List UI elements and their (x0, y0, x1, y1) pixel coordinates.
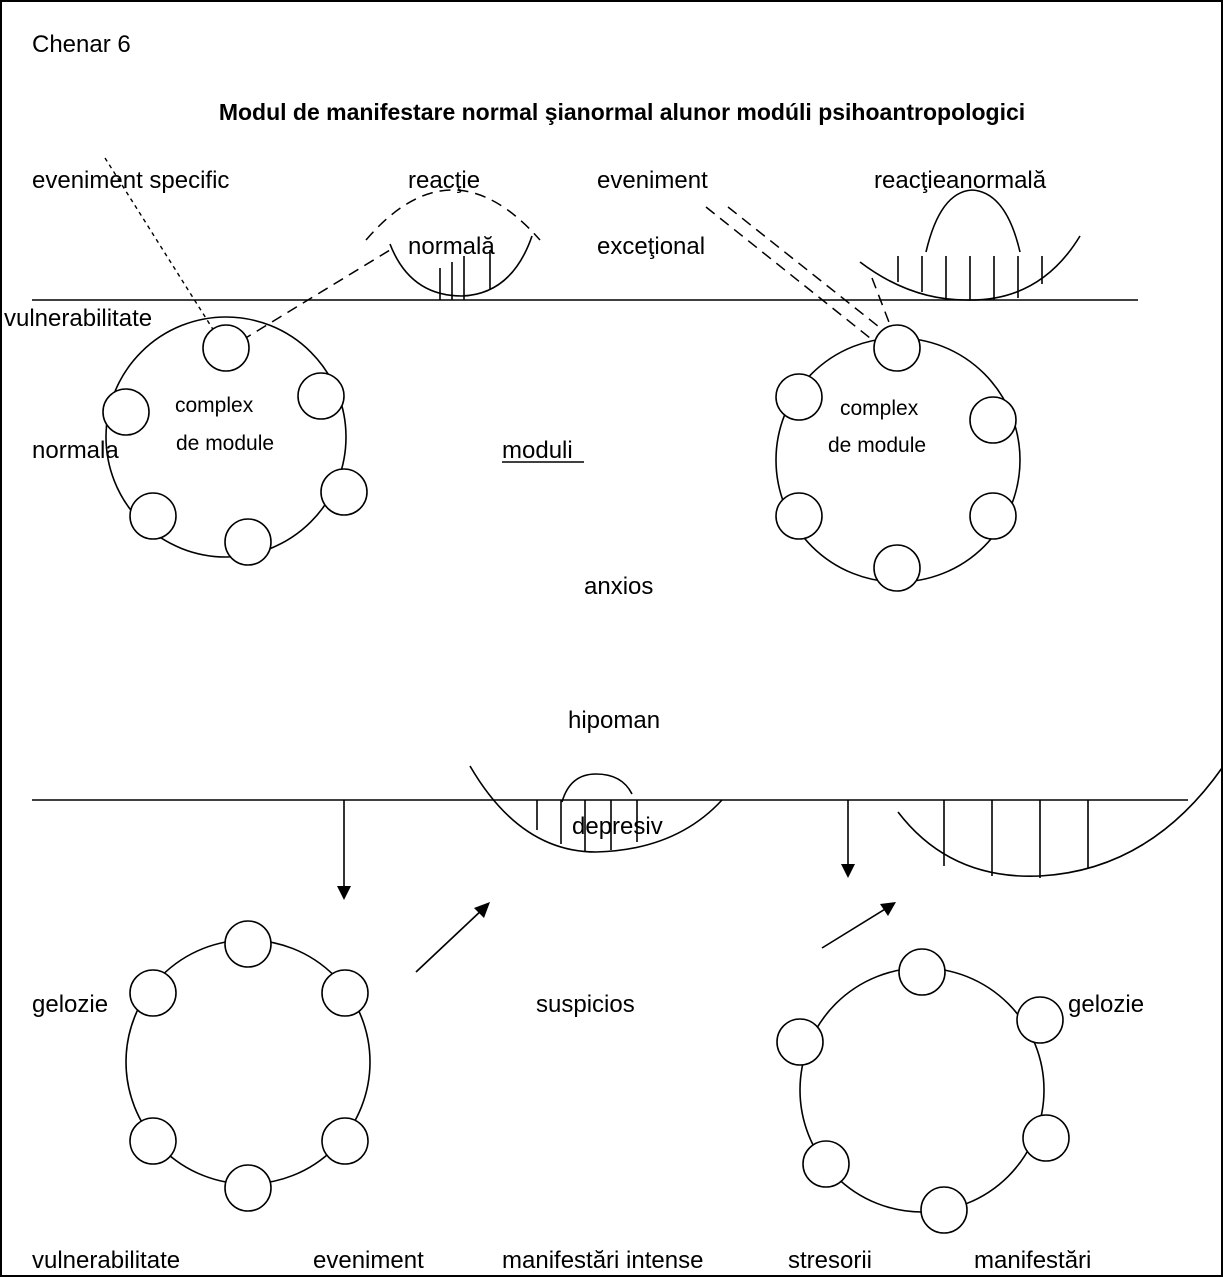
label-manifestari-intense: manifestări intense (502, 1247, 703, 1274)
module-node (320, 468, 368, 516)
label-moduli: moduli (502, 437, 573, 464)
module-node (321, 1117, 369, 1165)
label-complex-right-1: complex (840, 397, 919, 420)
label-eveniment-specific: eveniment specific (32, 167, 229, 194)
module-node (969, 396, 1017, 444)
dotted-line-eveniment-specific (104, 157, 227, 351)
module-node (775, 373, 823, 421)
module-node (129, 1117, 177, 1165)
module-node (873, 324, 921, 372)
down-arrow-left-head (337, 886, 351, 900)
label-gelozie-right: gelozie (1068, 991, 1144, 1018)
module-node (873, 544, 921, 592)
diagonal-arrow-left-shaft (415, 907, 485, 973)
down-arrow-right-head (841, 864, 855, 878)
module-node (775, 492, 823, 540)
module-node (224, 920, 272, 968)
label-reactie-anormala: reacţieanormală (874, 167, 1047, 194)
label-depresiv: depresiv (572, 813, 663, 840)
module-node (129, 969, 177, 1017)
label-manifestari: manifestări (974, 1247, 1091, 1274)
label-complex-left-1: complex (175, 394, 254, 417)
module-complex-top-left (105, 316, 347, 558)
module-node (321, 969, 369, 1017)
label-normala: normala (32, 437, 119, 464)
label-suspicios: suspicios (536, 991, 635, 1018)
label-vulnerabilitate-bottom: vulnerabilitate (32, 1247, 180, 1274)
module-node (102, 388, 150, 436)
label-normala-reactie: normală (408, 233, 495, 260)
module-node (224, 518, 272, 566)
module-node (898, 948, 946, 996)
module-node (776, 1018, 824, 1066)
dashed-line-exceptional-2 (727, 206, 899, 343)
module-node (224, 1164, 272, 1212)
dashed-line-exceptional-1 (705, 206, 881, 347)
label-complex-left-2: de module (176, 432, 274, 455)
label-reactie: reacţie (408, 167, 480, 194)
dashed-line-abnormal-link (871, 277, 893, 331)
label-anxios: anxios (584, 573, 653, 600)
depressive-small-arc (561, 773, 633, 803)
abnormal-reaction-small-arc (925, 189, 1021, 253)
diagonal-arrow-left-head (474, 902, 490, 918)
module-node (802, 1140, 850, 1188)
diagonal-arrow-right-shaft (821, 905, 891, 949)
label-eveniment-bottom: eveniment (313, 1247, 424, 1274)
label-eveniment-top: eveniment (597, 167, 708, 194)
bottom-right-large-bowl (897, 767, 1223, 878)
module-node (202, 324, 250, 372)
module-node (920, 1186, 968, 1234)
diagram-title: Modul de manifestare normal şianormal al… (219, 99, 1025, 125)
depressive-large-bowl (469, 765, 723, 853)
dashed-line-to-normal-reaction (225, 249, 391, 351)
label-stresorii: stresorii (788, 1247, 872, 1274)
diagonal-arrow-right-head (880, 902, 896, 916)
label-gelozie-left: gelozie (32, 991, 108, 1018)
label-vulnerabilitate-top: vulnerabilitate (4, 305, 152, 332)
module-node (129, 492, 177, 540)
label-hipoman: hipoman (568, 707, 660, 734)
module-node (1016, 996, 1064, 1044)
module-node (1022, 1114, 1070, 1162)
module-node (297, 372, 345, 420)
normal-reaction-bowl (389, 235, 533, 297)
box-label: Chenar 6 (32, 31, 131, 58)
module-node (969, 492, 1017, 540)
label-exceptional: exceţional (597, 233, 705, 260)
label-complex-right-2: de module (828, 434, 926, 457)
